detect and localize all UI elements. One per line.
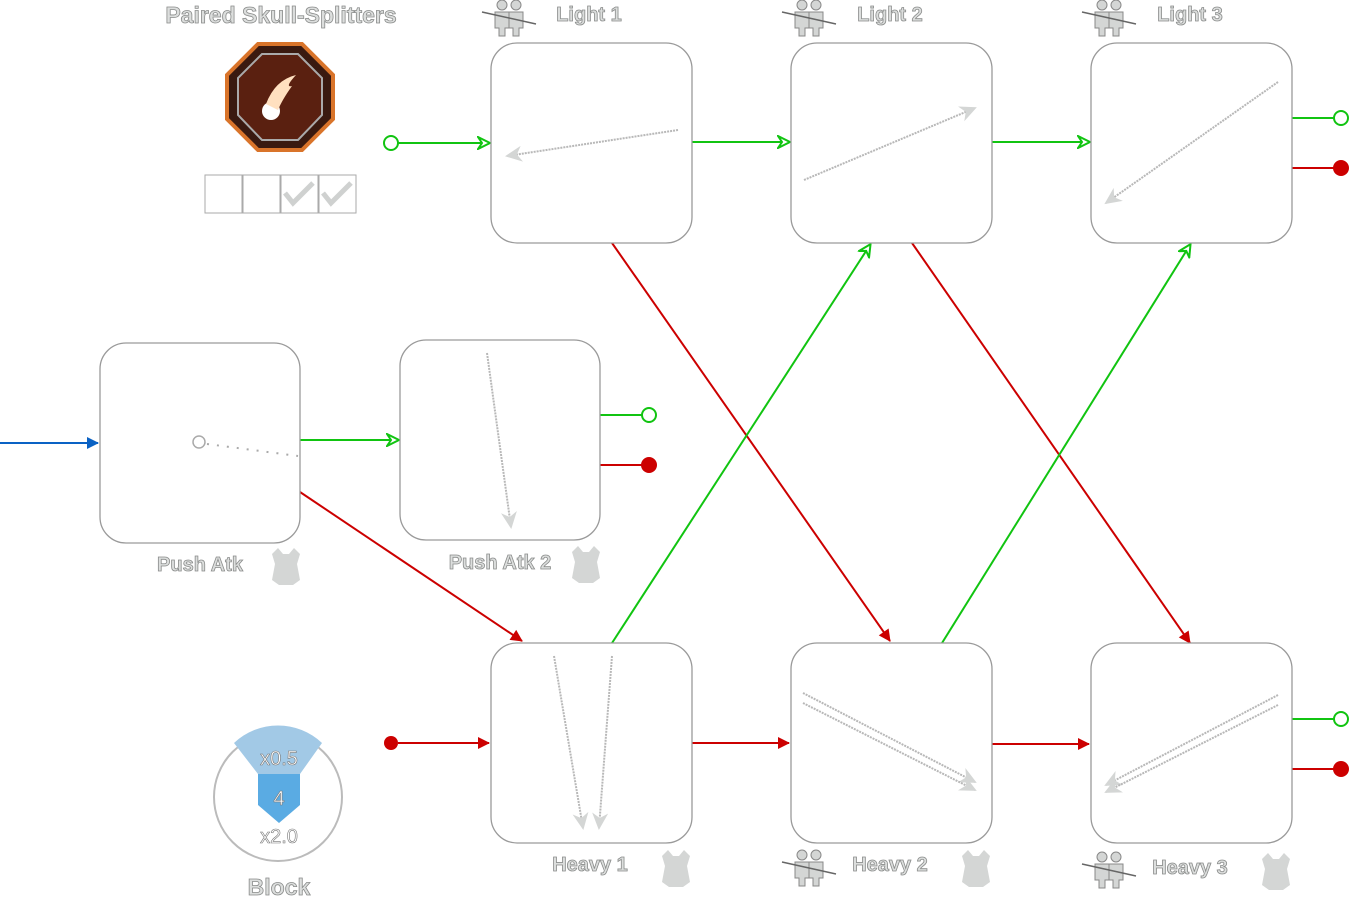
node-label: Light 1 — [556, 4, 622, 26]
node-push-attack-2[interactable]: Push Atk 2 — [399, 339, 601, 583]
multi-target-icon — [481, 0, 537, 37]
swing-arrow-icon — [802, 692, 977, 783]
node-heavy-1[interactable]: Heavy 1 — [490, 642, 693, 887]
check-icon — [321, 181, 353, 207]
swing-arrow-icon — [553, 655, 589, 830]
node-heavy-3[interactable]: Heavy 3 — [1081, 642, 1293, 890]
node-light-1[interactable]: Light 1 — [481, 0, 693, 244]
armor-icon — [572, 546, 600, 583]
swing-arrow-icon — [802, 702, 977, 791]
block-indicator: x0.5 4 x2.0 Block — [213, 725, 343, 897]
armor-icon — [272, 548, 300, 585]
node-label: Push Atk — [157, 554, 244, 576]
multi-target-icon — [781, 0, 837, 37]
armor-icon — [1262, 853, 1290, 890]
block-value: 4 — [273, 788, 284, 810]
node-light-2[interactable]: Light 2 — [781, 0, 993, 244]
multi-target-icon — [781, 849, 837, 887]
weapon-title: Paired Skull-Splitters — [165, 2, 396, 28]
push-origin-icon — [192, 435, 206, 449]
block-bottom-multiplier: x2.0 — [260, 826, 298, 848]
light-input-marker — [383, 135, 399, 151]
node-label: Heavy 3 — [1152, 857, 1228, 879]
multi-target-icon — [1081, 851, 1137, 889]
node-heavy-2[interactable]: Heavy 2 — [781, 642, 993, 887]
swing-arrow-icon — [1104, 694, 1279, 786]
node-label: Heavy 1 — [552, 854, 628, 876]
armor-icon — [662, 850, 690, 887]
upgrade-slot — [242, 174, 281, 214]
swing-arrow-icon — [505, 129, 679, 162]
block-top-multiplier: x0.5 — [260, 748, 298, 770]
swing-arrow-icon — [1104, 704, 1279, 793]
node-label: Heavy 2 — [852, 854, 928, 876]
multi-target-icon — [1081, 0, 1137, 37]
node-light-3[interactable]: Light 3 — [1081, 0, 1293, 244]
swing-arrow-icon — [592, 655, 613, 830]
armor-icon — [962, 850, 990, 887]
upgrade-slot — [204, 174, 243, 214]
fireball-icon — [225, 42, 335, 152]
node-label: Light 3 — [1157, 4, 1223, 26]
swing-arrow-icon — [486, 352, 517, 529]
node-label: Push Atk 2 — [449, 552, 552, 574]
swing-arrow-icon — [803, 106, 977, 181]
heavy-input-marker — [384, 736, 398, 750]
check-icon — [283, 181, 315, 207]
node-label: Light 2 — [857, 4, 923, 26]
block-label: Block — [248, 874, 311, 897]
upgrade-slots — [204, 174, 357, 214]
node-push-attack[interactable]: Push Atk — [99, 342, 301, 585]
swing-arrow-icon — [1104, 81, 1279, 205]
connections — [0, 110, 1349, 777]
